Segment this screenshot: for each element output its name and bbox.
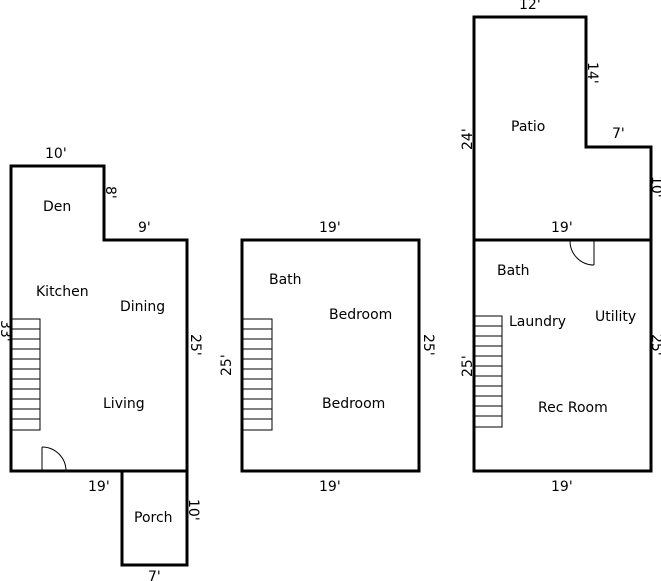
dim-patio-right: 10' — [648, 176, 661, 198]
dim-right-divider: 19' — [551, 220, 573, 236]
left-floor-outline — [9, 164, 189, 473]
room-label-rec-room: Rec Room — [538, 400, 608, 416]
dim-middle-right-side: 25' — [420, 334, 436, 356]
room-label-patio: Patio — [511, 119, 545, 135]
dim-porch-side: 10' — [185, 499, 201, 521]
room-label-utility: Utility — [595, 309, 636, 325]
dim-left-notch-side: 8' — [102, 186, 118, 199]
room-label-bedroom-upper: Bedroom — [329, 307, 392, 323]
room-label-right-bath: Bath — [497, 263, 530, 279]
dim-right-left-side: 25' — [460, 355, 476, 377]
dim-middle-left-side: 25' — [219, 354, 235, 376]
right-door — [569, 240, 595, 266]
dim-right-bottom: 19' — [551, 479, 573, 495]
middle-floor: Bath Bedroom Bedroom 19' 25' 25' 19' — [219, 220, 436, 495]
dim-left-top: 10' — [45, 146, 67, 162]
room-label-laundry: Laundry — [509, 314, 566, 330]
dim-middle-bottom: 19' — [319, 479, 341, 495]
dim-left-bottom: 19' — [88, 479, 110, 495]
left-floor: Den Kitchen Dining Living Porch 10' 8' 9… — [0, 146, 203, 581]
left-door — [41, 446, 67, 472]
room-label-porch: Porch — [134, 510, 173, 526]
room-label-dining: Dining — [120, 299, 165, 315]
room-label-bedroom-lower: Bedroom — [322, 396, 385, 412]
dim-left-right-side: 25' — [187, 334, 203, 356]
dim-patio-notch-top: 7' — [612, 126, 625, 142]
room-label-living: Living — [103, 396, 145, 412]
right-floor-outline — [472, 15, 653, 473]
dim-left-left-side: 33' — [0, 320, 13, 342]
room-label-middle-bath: Bath — [269, 272, 302, 288]
dim-left-notch-top: 9' — [138, 220, 151, 236]
right-stairs — [474, 315, 503, 428]
dim-right-right-side: 25' — [648, 334, 661, 356]
dim-patio-top: 12' — [519, 0, 541, 13]
room-label-den: Den — [43, 199, 71, 215]
middle-stairs — [242, 318, 273, 431]
porch-outline — [120, 469, 189, 567]
dim-middle-top: 19' — [319, 220, 341, 236]
left-stairs — [10, 318, 41, 431]
right-floor: Patio Bath Laundry Utility Rec Room 12' … — [460, 0, 661, 495]
dim-patio-left: 24' — [460, 128, 476, 150]
dim-patio-notch-side: 14' — [584, 62, 600, 84]
dim-porch-bottom: 7' — [148, 569, 161, 581]
middle-floor-outline — [240, 238, 421, 473]
room-label-kitchen: Kitchen — [36, 284, 89, 300]
